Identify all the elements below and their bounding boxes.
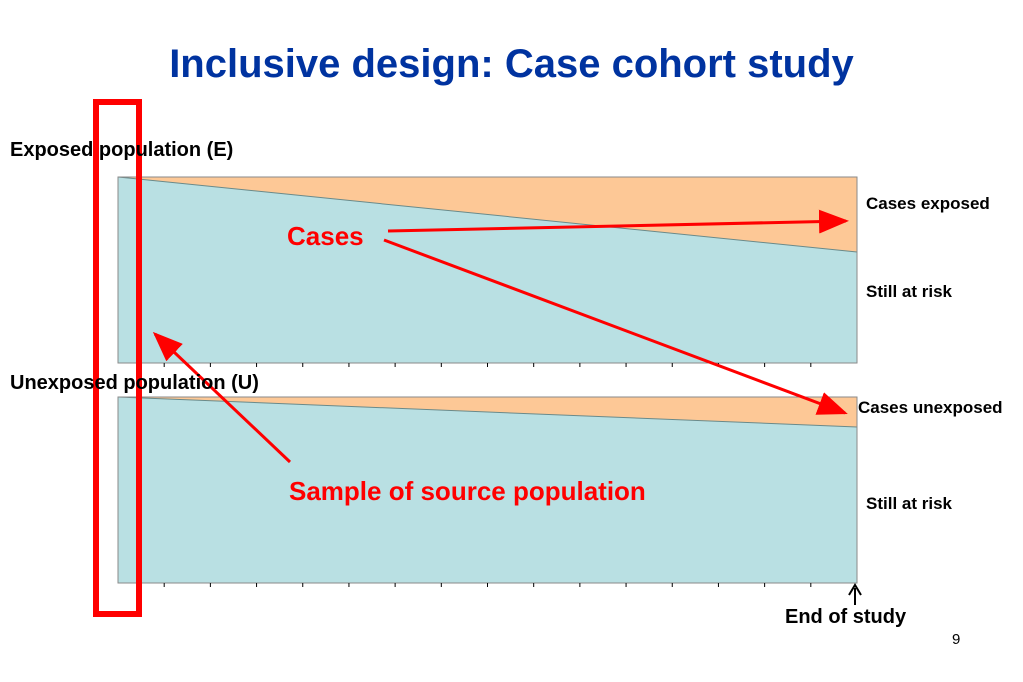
exposed-time-axis xyxy=(163,363,812,367)
unexposed-time-axis xyxy=(163,583,812,587)
unexposed-at-risk-area xyxy=(118,397,857,583)
exposed-at-risk-area xyxy=(118,177,857,363)
end-of-study-label: End of study xyxy=(785,606,907,628)
slide-title: Inclusive design: Case cohort study xyxy=(169,42,854,86)
exposed-cases-label: Cases exposed xyxy=(866,194,990,213)
cases-to-exposed-arrow xyxy=(387,209,849,234)
unexposed-cases-label: Cases unexposed xyxy=(858,398,1003,417)
cases-annotation: Cases xyxy=(287,221,364,251)
unexposed-population-label: Unexposed population (U) xyxy=(10,372,259,394)
sample-to-source-arrow xyxy=(152,331,292,464)
page-number: 9 xyxy=(952,631,961,648)
exposed-panel xyxy=(117,176,858,364)
cases-to-unexposed-arrow xyxy=(383,238,848,415)
exposed-at-risk-label: Still at risk xyxy=(866,282,952,301)
unexposed-at-risk-label: Still at risk xyxy=(866,494,952,513)
sample-annotation: Sample of source population xyxy=(289,476,646,506)
unexposed-panel xyxy=(117,396,858,584)
sample-highlight-box xyxy=(93,99,142,617)
exposed-population-label: Exposed population (E) xyxy=(10,139,234,161)
